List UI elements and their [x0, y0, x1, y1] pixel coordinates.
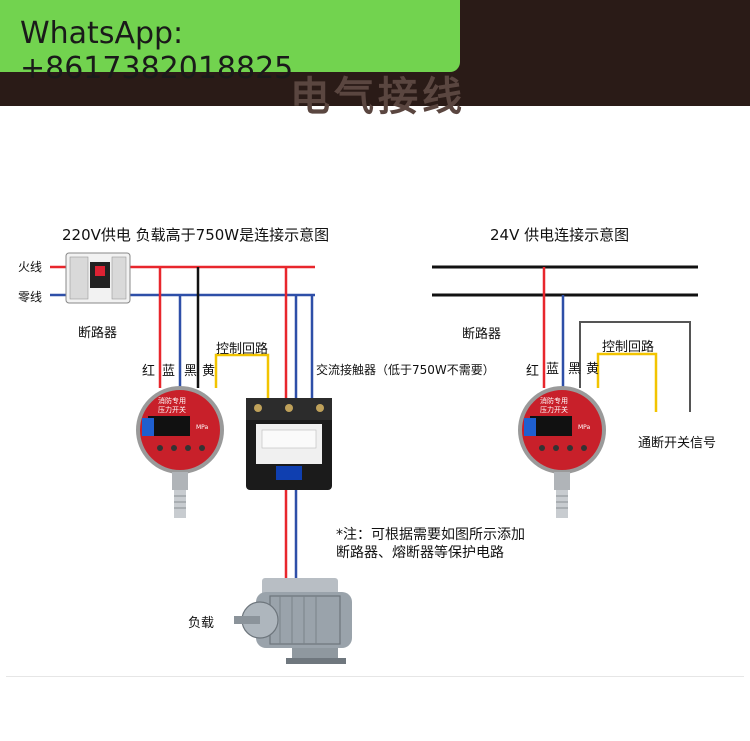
motor — [234, 578, 352, 664]
signal-label: 通断开关信号 — [638, 436, 717, 451]
right-breaker-label: 断路器 — [462, 327, 502, 342]
contactor-label: 交流接触器（低于750W不需要） — [316, 363, 495, 377]
left-wire-red: 红 — [142, 364, 156, 379]
pressure-gauge-left — [136, 386, 224, 518]
left-wire-blue: 蓝 — [162, 364, 176, 379]
right-diagram-title: 24V 供电连接示意图 — [490, 226, 630, 244]
pressure-gauge-right — [518, 386, 606, 518]
load-label: 负载 — [188, 616, 215, 631]
left-wire-yellow: 黄 — [202, 364, 216, 379]
right-wire-yellow: 黄 — [586, 362, 600, 377]
banner-ghost-text: 电气接线 — [290, 74, 466, 120]
left-diagram-title: 220V供电 负载高于750W是连接示意图 — [62, 226, 330, 244]
whatsapp-badge[interactable]: WhatsApp: +8617382018825 — [0, 0, 460, 86]
right-yellow-control — [596, 352, 658, 412]
right-black-control — [579, 321, 691, 412]
yellow-control — [214, 353, 270, 398]
gauge-right-line2: 压力开关 — [540, 406, 568, 414]
left-wire-black: 黑 — [184, 364, 198, 379]
ac-contactor — [246, 398, 332, 490]
breaker-left — [65, 252, 131, 304]
bottom-divider — [6, 676, 744, 677]
right-control-loop-label: 控制回路 — [602, 340, 655, 355]
gauge-left-unit: MPa — [196, 424, 209, 431]
gauge-left-line2: 压力开关 — [158, 406, 186, 414]
left-breaker-label: 断路器 — [78, 326, 118, 341]
right-wire-blue: 蓝 — [546, 362, 560, 377]
whatsapp-text: WhatsApp: +8617382018825 — [20, 16, 294, 86]
right-wire-black: 黑 — [568, 362, 582, 377]
gauge-right-line1: 消防专用 — [540, 397, 568, 405]
right-wire-red: 红 — [526, 364, 540, 379]
note-line-2: 断路器、熔断器等保护电路 — [336, 545, 504, 561]
left-control-loop-label: 控制回路 — [216, 342, 269, 357]
neutral-label: 零线 — [18, 290, 43, 304]
gauge-right-unit: MPa — [578, 424, 591, 431]
live-label: 火线 — [18, 260, 43, 274]
note-line-1: *注：可根据需要如图所示添加 — [336, 527, 525, 543]
gauge-left-line1: 消防专用 — [158, 397, 186, 405]
